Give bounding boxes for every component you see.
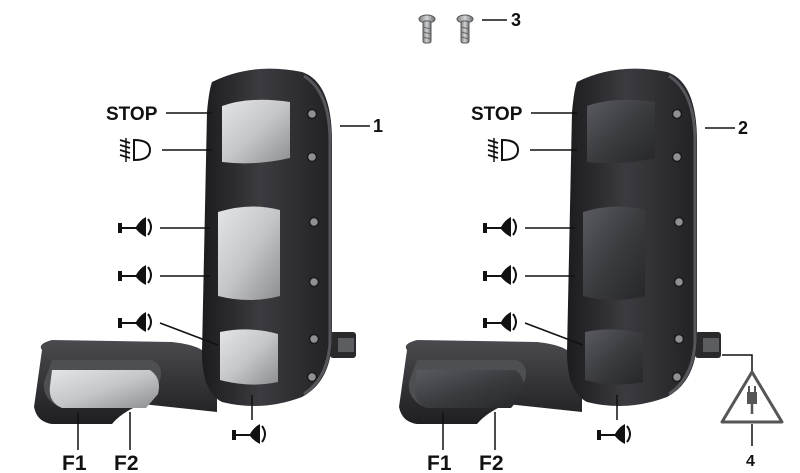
arm-button	[49, 370, 159, 408]
callout-4: 4	[746, 453, 755, 470]
callout-3: 3	[511, 10, 521, 30]
arm-button	[414, 370, 524, 408]
right-switch-unit	[397, 67, 723, 426]
lower-button	[220, 329, 278, 385]
screw-icon	[418, 14, 436, 44]
stop-label: STOP	[471, 104, 523, 125]
f2-label: F2	[479, 452, 504, 473]
stop-button	[222, 99, 290, 164]
stop-label: STOP	[106, 104, 158, 125]
horn-icon	[482, 264, 517, 286]
leader-line	[524, 322, 584, 346]
horn-icon	[117, 216, 152, 238]
f1-label: F1	[427, 452, 452, 473]
callout-2: 2	[738, 118, 748, 138]
horn-icon	[117, 264, 152, 286]
fog-light-icon	[487, 137, 519, 163]
horn-button	[218, 206, 280, 300]
leader-line	[159, 322, 219, 346]
callout-1: 1	[373, 116, 383, 136]
f2-label: F2	[114, 452, 139, 473]
horn-icon	[231, 423, 266, 445]
horn-icon	[482, 311, 517, 333]
screw-icon	[456, 14, 474, 44]
callout-line-4-connector	[722, 354, 753, 372]
plug-warning-icon	[720, 370, 784, 424]
horn-icon	[596, 423, 631, 445]
f1-label: F1	[62, 452, 87, 473]
stop-button	[587, 99, 655, 164]
left-switch-unit	[32, 67, 358, 426]
fog-light-icon	[119, 137, 151, 163]
horn-icon	[482, 216, 517, 238]
horn-button	[583, 206, 645, 300]
lower-button	[585, 329, 643, 385]
horn-icon	[117, 311, 152, 333]
